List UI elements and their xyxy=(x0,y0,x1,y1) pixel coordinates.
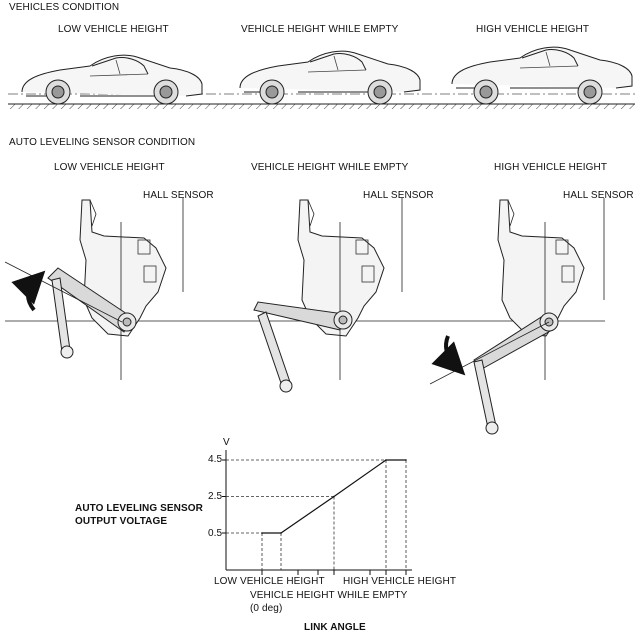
sensor-empty-label: VEHICLE HEIGHT WHILE EMPTY xyxy=(251,162,409,173)
voltage-chart xyxy=(222,450,412,575)
x-label-high: HIGH VEHICLE HEIGHT xyxy=(343,576,457,587)
data-point xyxy=(405,459,407,461)
car-high-label: HIGH VEHICLE HEIGHT xyxy=(476,24,590,35)
x-label-empty: VEHICLE HEIGHT WHILE EMPTY xyxy=(250,590,408,601)
sensor-low xyxy=(4,198,184,380)
y-axis-title-line1: AUTO LEVELING SENSOR xyxy=(75,503,203,514)
x-axis-title: LINK ANGLE xyxy=(304,622,366,633)
car-low xyxy=(21,54,203,105)
car-empty xyxy=(239,50,421,105)
car-high xyxy=(451,46,633,105)
x-label-empty-note: (0 deg) xyxy=(250,603,283,614)
y-tick-label-4-5: 4.5 xyxy=(208,454,223,465)
car-empty-label: VEHICLE HEIGHT WHILE EMPTY xyxy=(241,24,399,35)
y-unit-label: V xyxy=(223,437,230,448)
data-point xyxy=(261,532,263,534)
hall-sensor-callout-empty: HALL SENSOR xyxy=(363,190,434,201)
data-point xyxy=(280,532,282,534)
hall-sensor-callout-low: HALL SENSOR xyxy=(143,190,214,201)
y-tick-label-0-5: 0.5 xyxy=(208,528,223,539)
sensor-low-label: LOW VEHICLE HEIGHT xyxy=(54,162,165,173)
sensor-high xyxy=(429,198,605,435)
data-point xyxy=(385,459,387,461)
y-axis-title-line2: OUTPUT VOLTAGE xyxy=(75,516,168,527)
data-point xyxy=(333,495,335,498)
sensor-empty xyxy=(253,198,403,393)
car-low-label: LOW VEHICLE HEIGHT xyxy=(58,24,169,35)
y-tick-label-2-5: 2.5 xyxy=(208,491,223,502)
vehicles-condition-heading: VEHICLES CONDITION xyxy=(9,2,120,13)
x-label-low: LOW VEHICLE HEIGHT xyxy=(214,576,325,587)
sensor-condition-heading: AUTO LEVELING SENSOR CONDITION xyxy=(9,137,196,148)
sensor-high-label: HIGH VEHICLE HEIGHT xyxy=(494,162,608,173)
hall-sensor-callout-high: HALL SENSOR xyxy=(563,190,634,201)
